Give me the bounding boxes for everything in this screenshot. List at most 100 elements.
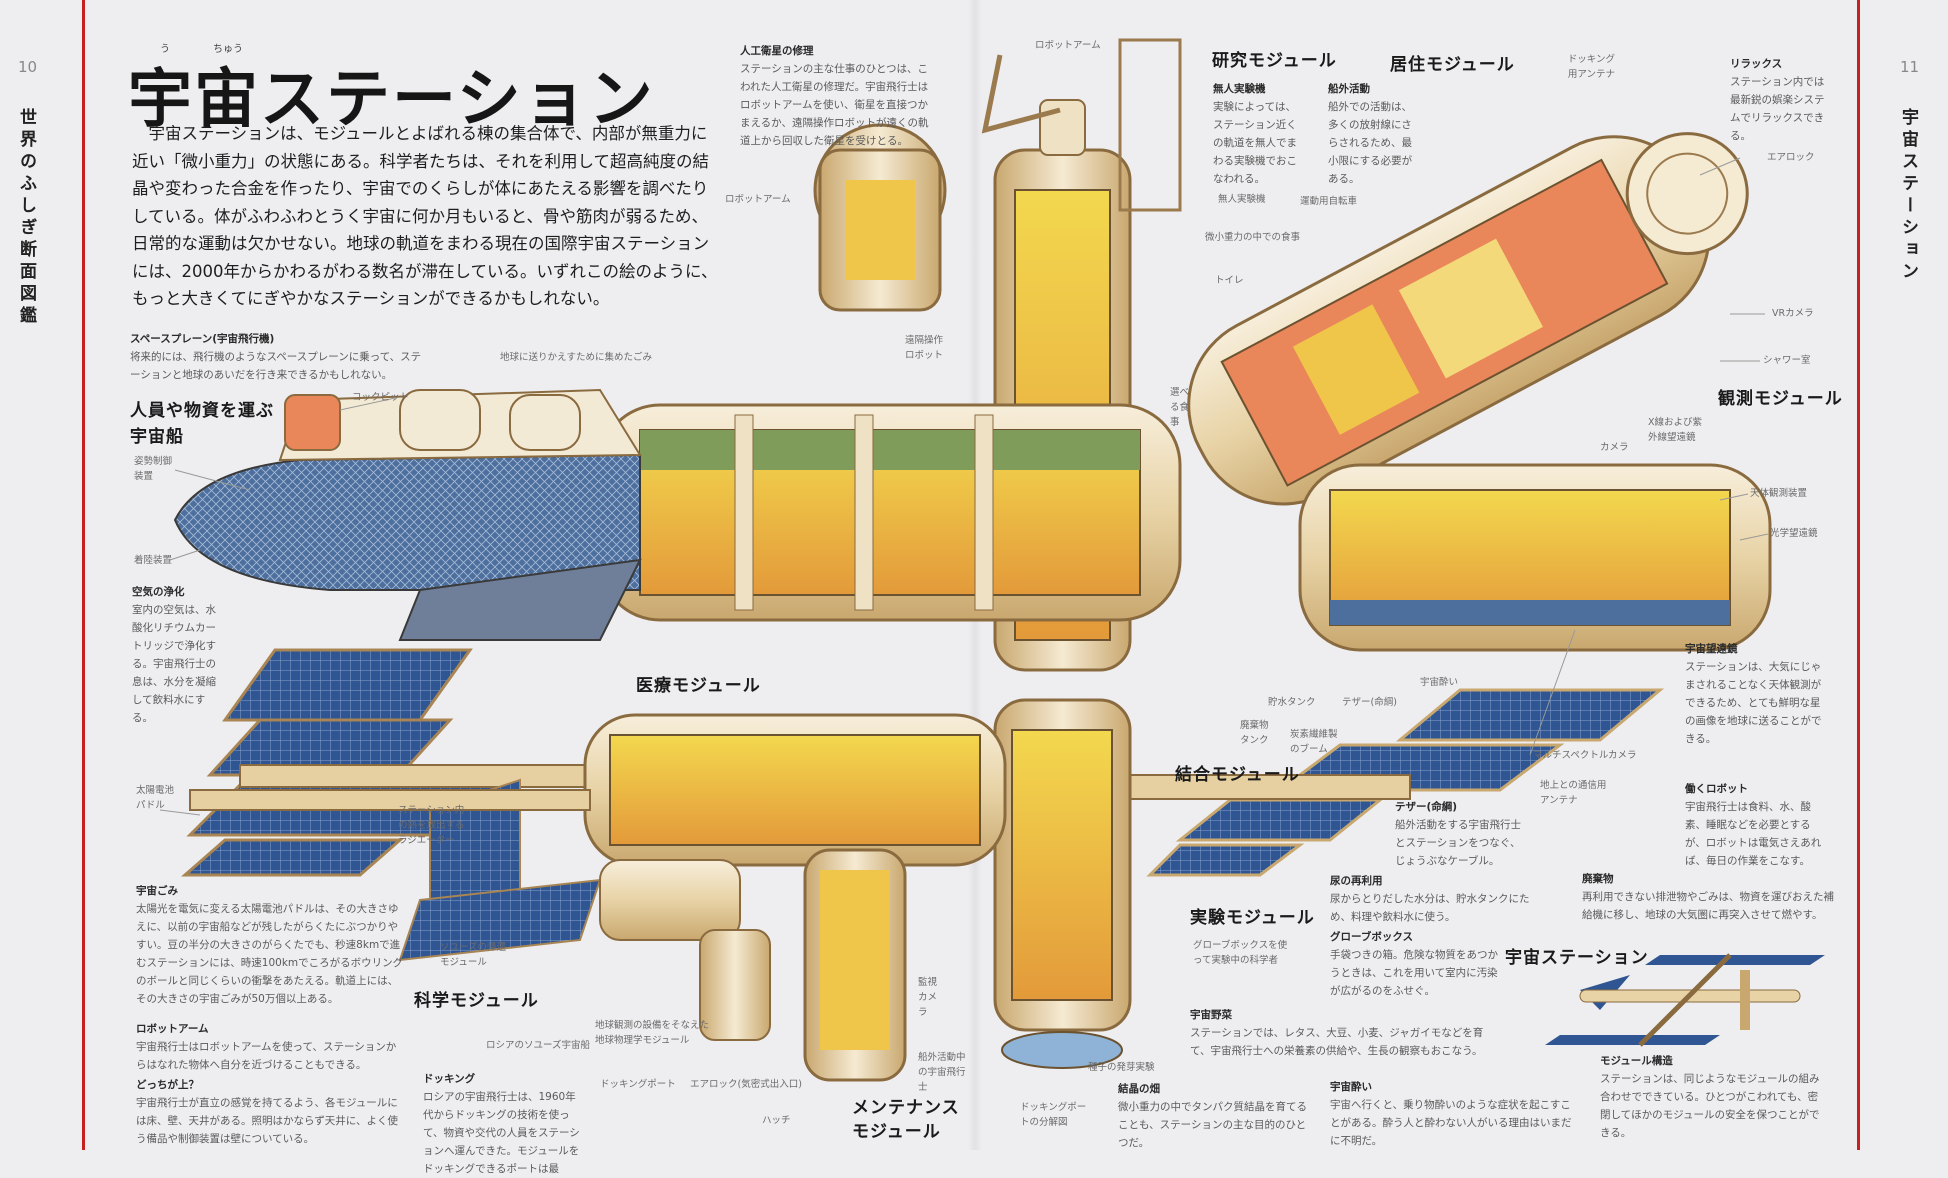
callout-carbon-boom: 炭素繊維製のブーム	[1290, 729, 1338, 755]
block-heading: リラックス	[1730, 58, 1783, 70]
block-body: 再利用できない排泄物やごみは、物資を運びおえた補給機に移し、地球の大気圏に再突入…	[1582, 891, 1834, 921]
block-body: 宇宙飛行士は食料、水、酸素、睡眠などを必要とするが、ロボットは電気さえあれば、毎…	[1685, 801, 1822, 867]
block-heading: 働くロボット	[1685, 783, 1748, 795]
callout-airlock-door: エアロック(気密式出入口)	[690, 1079, 802, 1090]
block-docking: ドッキングロシアの宇宙飛行士は、1960年代からドッキングの技術を使って、物資や…	[423, 1070, 583, 1178]
block-heading: テザー(命綱)	[1395, 801, 1458, 813]
callout-glovebox-scientist: グローブボックスを使って実験中の科学者	[1193, 940, 1288, 966]
callout-comm-antenna: 地上との通信用アンテナ	[1540, 780, 1607, 806]
spaceplane-shuttle	[173, 388, 642, 641]
block-body: 将来的には、飛行機のようなスペースプレーンに乗って、ステーションと地球のあいだを…	[130, 351, 422, 381]
callout-radiator: ステーション内の熱を放出するラジエーター	[398, 805, 465, 846]
intro-line: 日常的な運動は欠かせない。地球の軌道をまわる現在の国際宇宙ステーション	[132, 234, 710, 253]
heading-maintenance-module: メンテナンスモジュール	[852, 1096, 960, 1144]
page-title: 宇宙ステーション	[128, 63, 655, 137]
block-body: ステーションでは、レタス、大豆、小麦、ジャガイモなどを育て、宇宙飛行士への栄養素…	[1190, 1027, 1484, 1057]
block-heading: 宇宙望遠鏡	[1685, 643, 1738, 655]
callout-robot-arm-top: ロボットアーム	[1035, 40, 1101, 51]
callout-soyuz-return: ソユーズの帰還モジュール	[440, 942, 507, 968]
block-body: 宇宙飛行士はロボットアームを使って、ステーションからはなれた物体へ自分を近づける…	[136, 1041, 397, 1071]
block-heading: どっちが上？	[136, 1079, 199, 1091]
heading-science-module: 科学モジュール	[414, 991, 539, 1011]
block-body: 宇宙飛行士が直立の感覚を持てるよう、各モジュールには床、壁、天井がある。照明はか…	[136, 1097, 398, 1145]
block-heading: 宇宙野菜	[1190, 1009, 1232, 1021]
block-body: 尿からとりだした水分は、貯水タンクにため、料理や飲料水に使う。	[1330, 893, 1530, 923]
block-motion-sickness: 宇宙酔い宇宙へ行くと、乗り物酔いのような症状を起こすことがある。酔う人と酔わない…	[1330, 1078, 1580, 1150]
heading-line: メンテナンス	[852, 1098, 960, 1118]
block-air: 空気の浄化室内の空気は、水酸化リチウムカートリッジで浄化する。宇宙飛行士の息は、…	[132, 583, 222, 727]
callout-multispectral: マルチスペクトルカメラ	[1533, 750, 1637, 761]
callout-docking-port: ドッキングポート	[600, 1079, 676, 1090]
block-debris: 宇宙ごみ太陽光を電気に変える太陽電池パドルは、その大きさゆえに、以前の宇宙船など…	[136, 882, 404, 1008]
block-spaceplane: スペースプレーン(宇宙飛行機)将来的には、飛行機のようなスペースプレーンに乗って…	[130, 330, 430, 384]
block-heading: ドッキング	[423, 1073, 476, 1085]
block-body: ステーションの主な仕事のひとつは、こわれた人工衛星の修理だ。宇宙飛行士はロボット…	[740, 63, 929, 147]
heading-line: モジュール	[852, 1122, 941, 1142]
callout-toilet: トイレ	[1215, 275, 1244, 286]
block-module-structure: モジュール構造ステーションは、同じようなモジュールの組み合わせでできている。ひと…	[1600, 1052, 1825, 1142]
callout-remote-robot: 遠隔操作ロボット	[905, 335, 944, 361]
callout-docking-antenna: ドッキング用アンテナ	[1567, 54, 1615, 80]
block-heading: 人工衛星の修理	[740, 45, 814, 57]
block-vegetables: 宇宙野菜ステーションでは、レタス、大豆、小麦、ジャガイモなどを育て、宇宙飛行士へ…	[1190, 1006, 1500, 1060]
heading-crew-ship: 人員や物資を運ぶ宇宙船	[130, 398, 274, 450]
callout-seed: 種子の発芽実験	[1088, 1062, 1155, 1073]
callout-soyuz: ロシアのソユーズ宇宙船	[486, 1040, 591, 1051]
block-eva: 船外活動船外での活動は、多くの放射線にさらされるため、最小限にする必要がある。	[1328, 80, 1413, 188]
callout-unmanned-craft: 無人実験機	[1218, 194, 1266, 205]
space-station-illustration	[159, 38, 1825, 1082]
block-body: 手袋つきの箱。危険な物質をあつかうときは、これを用いて室内に汚染が広がるのをふせ…	[1330, 949, 1498, 997]
block-tether: テザー(命綱) 船外活動をする宇宙飛行士とステーションをつなぐ、じょうぶなケーブル…	[1395, 798, 1527, 870]
callout-xray-telescope: X線および紫外線望遠鏡	[1648, 417, 1703, 443]
block-heading: 廃棄物	[1582, 873, 1614, 885]
callout-solar-paddle: 太陽電池パドル	[136, 785, 175, 811]
callout-airlock: エアロック	[1767, 152, 1815, 163]
block-urine: 尿の再利用尿からとりだした水分は、貯水タンクにため、料理や飲料水に使う。	[1330, 872, 1540, 926]
right-solar-panels	[1129, 688, 1665, 877]
block-body: 微小重力の中でタンパク質結晶を育てることも、ステーションの主な目的のひとつだ。	[1118, 1101, 1307, 1149]
mini-station-diagram	[1545, 953, 1825, 1047]
callout-vr-camera: VRカメラ	[1772, 308, 1814, 319]
block-relax: リラックスステーション内では最新鋭の娯楽システムでリラックスできる。	[1730, 55, 1825, 145]
callout-collected-trash: 地球に送りかえすために集めたごみ	[500, 352, 653, 363]
heading-node-module: 結合モジュール	[1175, 765, 1300, 785]
right-page-number: 11	[1900, 58, 1920, 76]
block-body: ステーションは、大気にじゃまされることなく天体観測ができるため、とても鮮明な星の…	[1685, 661, 1822, 745]
heading-station-overview: 宇宙ステーション	[1505, 948, 1649, 968]
callout-exercise-bike: 運動用自転車	[1300, 196, 1358, 207]
callout-tether: テザー(命綱)	[1342, 697, 1397, 708]
title-ruby-u: う	[160, 44, 170, 55]
block-unmanned: 無人実験機実験によっては、ステーション近くの軌道を無人でまわる実験機でおこなわれ…	[1213, 80, 1305, 188]
block-body: 船外での活動は、多くの放射線にさらされるため、最小限にする必要がある。	[1328, 101, 1413, 185]
medical-module	[189, 713, 1007, 1082]
block-body: 実験によっては、ステーション近くの軌道を無人でまわる実験機でおこなわれる。	[1213, 101, 1297, 185]
block-body: 室内の空気は、水酸化リチウムカートリッジで浄化する。宇宙飛行士の息は、水分を凝縮…	[132, 604, 216, 724]
block-body: 船外活動をする宇宙飛行士とステーションをつなぐ、じょうぶなケーブル。	[1395, 819, 1521, 867]
block-body: 太陽光を電気に変える太陽電池パドルは、その大きさゆえに、以前の宇宙船などが残した…	[136, 903, 404, 1005]
block-body: 宇宙へ行くと、乗り物酔いのような症状を起こすことがある。酔う人と酔わない人がいる…	[1330, 1099, 1572, 1147]
block-glovebox: グローブボックス手袋つきの箱。危険な物質をあつかうときは、これを用いて室内に汚染…	[1330, 928, 1500, 1000]
callout-landing-gear: 着陸装置	[134, 555, 173, 566]
heading-line: 宇宙船	[130, 427, 184, 447]
intro-line: 近い「微小重力」の状態にある。科学者たちは、それを利用して超高純度の結	[132, 151, 710, 171]
callout-hatch: ハッチ	[762, 1115, 791, 1126]
habitat-module	[1187, 132, 1749, 506]
callout-waste-tank: 廃棄物タンク	[1240, 720, 1269, 746]
right-margin-rule	[1857, 0, 1860, 1150]
block-robot-arm: ロボットアーム宇宙飛行士はロボットアームを使って、ステーションからはなれた物体へ…	[136, 1020, 404, 1074]
callout-cockpit: コックピット	[352, 392, 410, 403]
heading-line: 人員や物資を運ぶ	[130, 401, 274, 421]
callout-attitude-control: 姿勢制御装置	[134, 456, 173, 482]
block-body: ステーションは、同じようなモジュールの組み合わせでできている。ひとつがこわれても…	[1600, 1073, 1820, 1139]
block-heading: グローブボックス	[1330, 931, 1414, 943]
block-body: ステーション内では最新鋭の娯楽システムでリラックスできる。	[1730, 76, 1825, 142]
heading-medical-module: 医療モジュール	[636, 676, 761, 696]
callout-robot-arm-left: ロボットアーム	[725, 194, 791, 205]
block-heading: 宇宙ごみ	[136, 885, 178, 897]
heading-research-module: 研究モジュール	[1212, 51, 1337, 71]
callout-docking-exploded: ドッキングポートの分解図	[1020, 1102, 1087, 1128]
block-satellite-repair: 人工衛星の修理ステーションの主な仕事のひとつは、こわれた人工衛星の修理だ。宇宙飛…	[740, 42, 932, 150]
block-heading: 空気の浄化	[132, 586, 185, 598]
callout-geophysics: 地球観測の設備をそなえた地球物理学モジュール	[595, 1020, 710, 1046]
block-heading: モジュール構造	[1600, 1055, 1673, 1067]
